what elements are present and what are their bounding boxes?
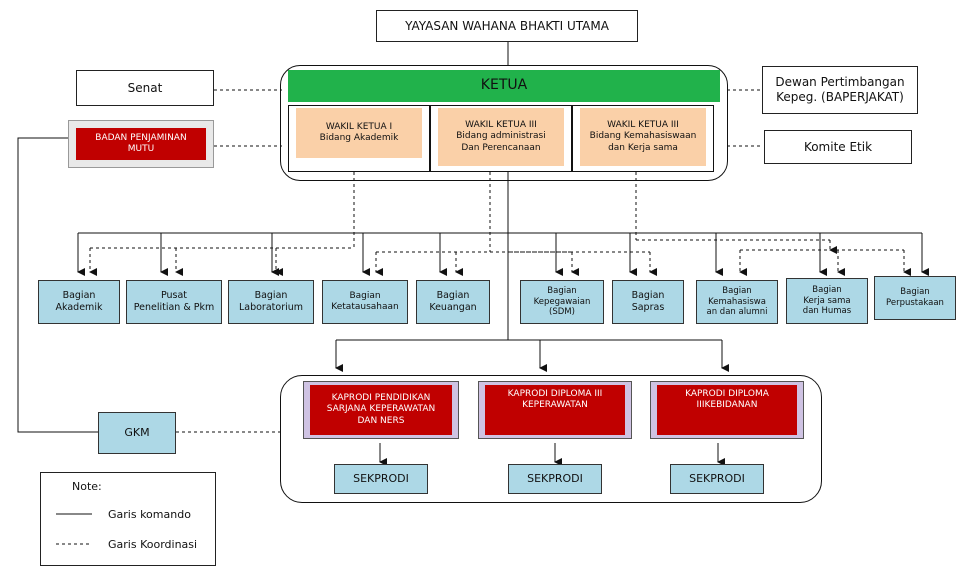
legend-koordinasi-label: Garis Koordinasi: [108, 538, 198, 551]
kaprodi-1: KAPRODI PENDIDIKAN SARJANA KEPERAWATAN D…: [310, 385, 452, 435]
kaprodi-3: KAPRODI DIPLOMA IIIKEBIDANAN: [657, 385, 797, 435]
ketua-box: KETUA: [288, 70, 720, 102]
legend-box: [40, 472, 216, 566]
kaprodi-2-frame: KAPRODI DIPLOMA III KEPERAWATAN: [478, 381, 632, 439]
bagian-label: Bagian Akademik: [55, 290, 103, 313]
dewan-box: Dewan Pertimbangan Kepeg. (BAPERJAKAT): [762, 66, 918, 114]
bagian-perpustakaan: Bagian Perpustakaan: [874, 276, 956, 320]
bagian-label: Bagian Sapras: [631, 290, 665, 313]
legend-komando-label: Garis komando: [108, 508, 191, 521]
legend-title: Note:: [72, 480, 102, 493]
bagian-sapras: Bagian Sapras: [612, 280, 684, 324]
kaprodi-1-frame: KAPRODI PENDIDIKAN SARJANA KEPERAWATAN D…: [303, 381, 459, 439]
kaprodi-label: KAPRODI DIPLOMA IIIKEBIDANAN: [685, 389, 769, 411]
gkm-box: GKM: [98, 412, 176, 454]
bagian-kerjasama: Bagian Kerja sama dan Humas: [786, 278, 868, 324]
sekprodi-2: SEKPRODI: [508, 464, 602, 494]
dewan-label: Dewan Pertimbangan Kepeg. (BAPERJAKAT): [775, 75, 905, 104]
bagian-ketatausahaan: Bagian Ketatausahaan: [322, 280, 408, 324]
yayasan-box: YAYASAN WAHANA BHAKTI UTAMA: [376, 10, 638, 42]
bagian-laboratorium: Bagian Laboratorium: [228, 280, 314, 324]
yayasan-label: YAYASAN WAHANA BHAKTI UTAMA: [405, 18, 609, 33]
sekprodi-label: SEKPRODI: [527, 472, 583, 486]
wakil-ketua-1-label: WAKIL KETUA I Bidang Akademik: [319, 121, 399, 143]
bagian-label: Bagian Kemahasiswa an dan alumni: [706, 286, 768, 318]
bagian-kemahasiswaan: Bagian Kemahasiswa an dan alumni: [696, 280, 778, 324]
wakil-ketua-2-label: WAKIL KETUA III Bidang administrasi Dan …: [456, 120, 546, 153]
prodi-frame: [280, 375, 822, 503]
sekprodi-1: SEKPRODI: [334, 464, 428, 494]
wakil-ketua-3-label: WAKIL KETUA III Bidang Kemahasiswaan dan…: [589, 120, 697, 153]
bagian-keuangan: Bagian Keuangan: [416, 280, 490, 324]
ketua-label: KETUA: [480, 77, 528, 94]
gkm-label: GKM: [124, 426, 150, 440]
wakil-ketua-2: WAKIL KETUA III Bidang administrasi Dan …: [438, 108, 564, 166]
kaprodi-label: KAPRODI PENDIDIKAN SARJANA KEPERAWATAN D…: [326, 393, 436, 426]
bagian-label: Bagian Keuangan: [429, 290, 477, 313]
kaprodi-label: KAPRODI DIPLOMA III KEPERAWATAN: [507, 389, 603, 411]
bagian-label: Bagian Perpustakaan: [886, 287, 944, 308]
senat-box: Senat: [76, 70, 214, 106]
bagian-label: Bagian Laboratorium: [238, 290, 304, 313]
bagian-label: Bagian Kepegawaian (SDM): [533, 286, 591, 318]
bagian-akademik: Bagian Akademik: [38, 280, 120, 324]
bagian-penelitian: Pusat Penelitian & Pkm: [126, 280, 222, 324]
sekprodi-3: SEKPRODI: [670, 464, 764, 494]
wakil-ketua-3: WAKIL KETUA III Bidang Kemahasiswaan dan…: [580, 108, 706, 166]
bpm-label: BADAN PENJAMINAN MUTU: [95, 132, 187, 154]
pimpinan-frame: [280, 65, 728, 181]
kaprodi-2: KAPRODI DIPLOMA III KEPERAWATAN: [485, 385, 625, 435]
komite-label: Komite Etik: [803, 139, 873, 154]
kaprodi-3-frame: KAPRODI DIPLOMA IIIKEBIDANAN: [650, 381, 804, 439]
wakil-ketua-1: WAKIL KETUA I Bidang Akademik: [296, 108, 422, 158]
bpm-inner: BADAN PENJAMINAN MUTU: [74, 126, 208, 162]
sekprodi-label: SEKPRODI: [689, 472, 745, 486]
bpm-box: BADAN PENJAMINAN MUTU: [68, 120, 214, 168]
bagian-kepegawaian: Bagian Kepegawaian (SDM): [520, 280, 604, 324]
senat-label: Senat: [127, 80, 163, 95]
bagian-label: Bagian Ketatausahaan: [331, 290, 399, 312]
sekprodi-label: SEKPRODI: [353, 472, 409, 486]
bagian-label: Bagian Kerja sama dan Humas: [802, 285, 852, 317]
komite-box: Komite Etik: [764, 130, 912, 164]
bagian-label: Pusat Penelitian & Pkm: [133, 290, 215, 313]
